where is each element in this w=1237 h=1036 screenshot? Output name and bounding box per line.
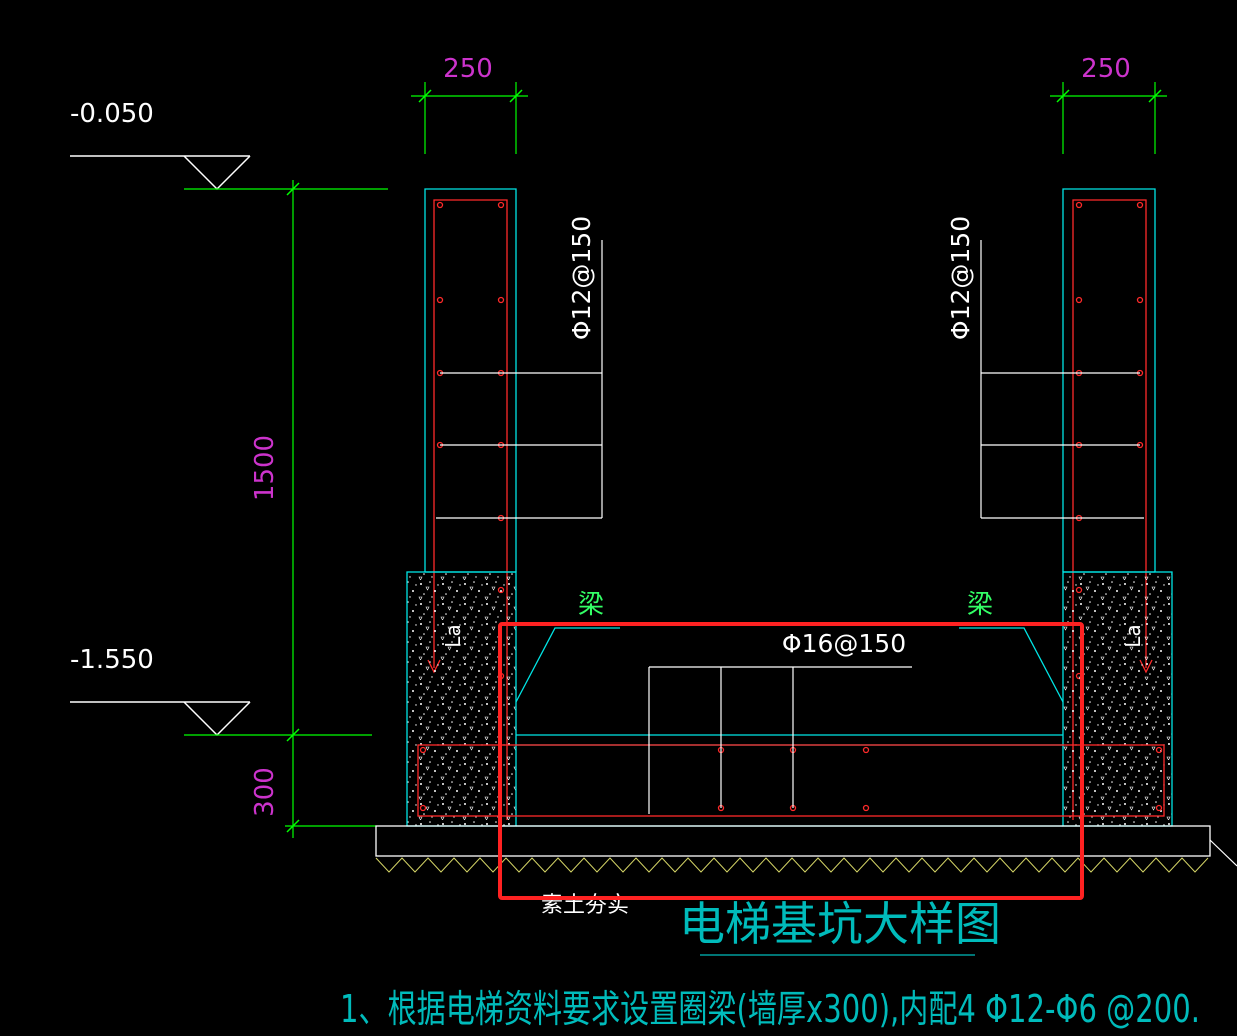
elevation-top-label: -0.050 (70, 99, 154, 129)
dimension-300: 300 (250, 767, 280, 817)
beam-left-label: 梁 (578, 590, 604, 620)
pit-slab-rebar (417, 744, 1165, 817)
wall-left-rebar-label: Φ12@150 (567, 216, 596, 340)
dimension-left-250: 250 (411, 54, 528, 154)
wall-left (424, 188, 517, 573)
elevation-bottom-label: -1.550 (70, 645, 154, 675)
anchorage-left-label: La (441, 624, 465, 647)
elevation-marker-bottom: -1.550 (70, 645, 372, 737)
pit-slab-rebar-callout: Φ16@150 (648, 629, 912, 814)
beam-left-block (406, 571, 517, 827)
wall-left-rebar-callout: Φ12@150 (436, 216, 603, 519)
drawing-title: 电梯基坑大样图 (679, 897, 1001, 951)
wall-right-rebar-callout: Φ12@150 (946, 216, 1144, 519)
dimension-right-250-label: 250 (1081, 54, 1131, 84)
pit-slab-rebar-label: Φ16@150 (782, 629, 906, 658)
soil-hatch (375, 857, 1209, 873)
anchorage-right-label: La (1121, 624, 1145, 647)
dimension-left-250-label: 250 (443, 54, 493, 84)
dimension-right-250: 250 (1050, 54, 1167, 154)
beam-right-block (1062, 571, 1173, 827)
elevation-marker-top: -0.050 (70, 99, 388, 191)
wall-right-rebar-label: Φ12@150 (946, 216, 975, 340)
vertical-dimension: 1500 300 (250, 180, 376, 838)
wall-right (1062, 188, 1156, 573)
cushion-layer (375, 825, 1237, 867)
drawing-note: 1、根据电梯资料要求设置圈梁(墙厚x300),内配4 Φ12-Φ6 @200. (340, 987, 1200, 1031)
dimension-1500: 1500 (250, 435, 280, 501)
beam-right-label: 梁 (967, 590, 993, 620)
highlight-box (498, 622, 1084, 900)
